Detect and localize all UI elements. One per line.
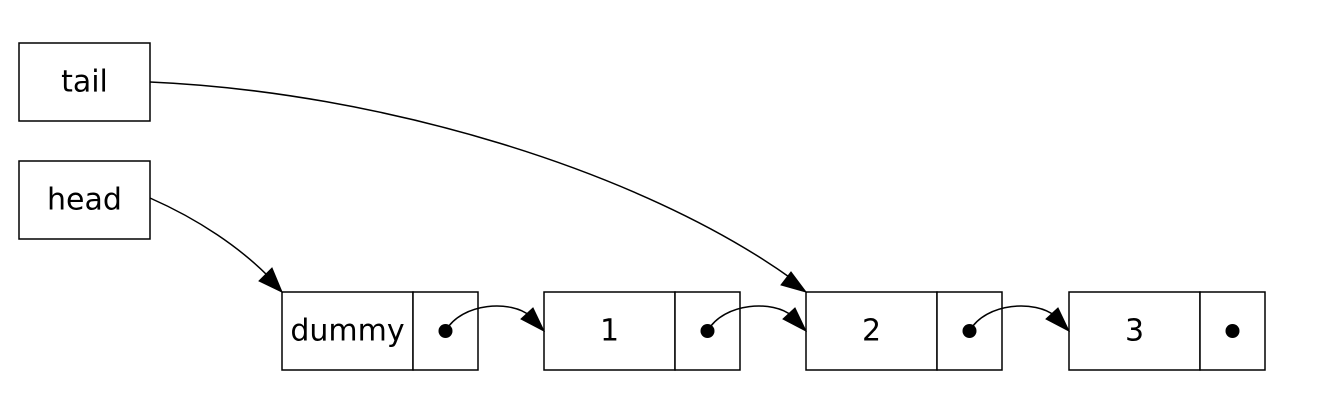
edge-node-2-to-node-3-line [968, 305, 1056, 332]
edge-head-to-dummy-line [149, 197, 269, 277]
node-3-value-cell [1068, 291, 1201, 371]
edge-head-to-dummy [149, 197, 283, 294]
edge-tail-to-node-2-arrowhead [780, 271, 808, 293]
node-dummy: dummy [281, 291, 479, 371]
edge-tail-to-node-2-line [149, 81, 793, 280]
node-3: 3 [1068, 291, 1266, 371]
pointer-tail-label: tail [61, 65, 108, 100]
node-2: 2 [805, 291, 1003, 371]
edge-node-1-to-node-2-arrowhead [782, 307, 808, 333]
edge-node-2-to-node-3 [968, 305, 1071, 333]
node-1: 1 [543, 291, 741, 371]
edge-dummy-to-node-1 [444, 305, 546, 333]
edge-dummy-to-node-1-line [444, 305, 531, 332]
edge-node-2-to-node-3-arrowhead [1045, 307, 1071, 333]
edge-head-to-dummy-arrowhead [258, 267, 283, 294]
node-dummy-value: dummy [290, 314, 404, 349]
pointer-tail: tail [18, 42, 151, 122]
pointer-head-box [18, 160, 151, 240]
pointer-tail-box [18, 42, 151, 122]
edge-node-1-to-node-2-line [706, 305, 793, 332]
node-1-value-cell [543, 291, 676, 371]
pointer-head: head [18, 160, 151, 240]
node-2-value: 2 [862, 314, 881, 349]
node-dummy-value-cell [281, 291, 414, 371]
edge-dummy-to-node-1-arrowhead [520, 307, 546, 333]
pointer-head-label: head [47, 183, 122, 218]
node-2-value-cell [805, 291, 938, 371]
edge-node-1-to-node-2 [706, 305, 808, 333]
node-1-value: 1 [600, 314, 619, 349]
edge-tail-to-node-2 [149, 81, 808, 293]
node-3-next-dot [1225, 324, 1240, 338]
node-3-value: 3 [1125, 314, 1144, 349]
